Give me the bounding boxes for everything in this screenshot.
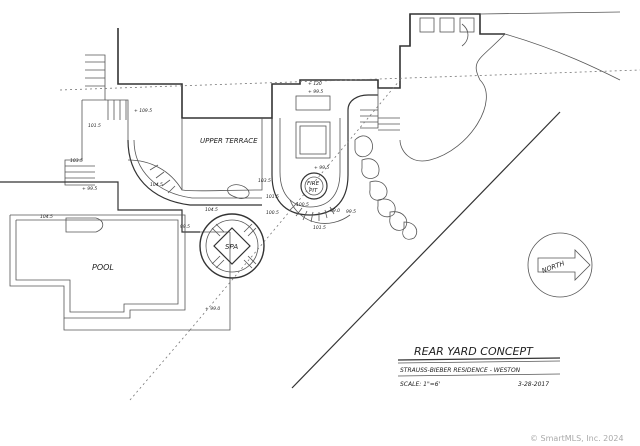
elevation-marks: + 109.5 + 120 + 99.5 101.5 103.5 + 99.5 …: [40, 81, 356, 312]
label-spa: SPA: [225, 243, 238, 251]
elev-7: 104.5: [150, 182, 163, 188]
elev-8: 104.5: [205, 207, 218, 213]
subtitle-text: STRAUSS-BIEBER RESIDENCE - WESTON: [400, 367, 521, 374]
lawn-curve: [399, 23, 621, 162]
elev-13: 99.0: [330, 208, 340, 214]
elev-9: 103.5: [258, 178, 271, 184]
elev-11: 101.5: [266, 194, 279, 200]
north-arrow-icon: [527, 232, 593, 298]
elev-12: 100.5: [296, 202, 309, 208]
elev-14: 100.5: [266, 210, 279, 216]
date-text: 3-28-2017: [518, 381, 549, 388]
central-patio: [271, 94, 378, 224]
spa: [199, 213, 265, 279]
elev-17: 99.5: [180, 224, 190, 230]
label-fire-pit-2: PIT: [309, 188, 318, 194]
house-walls: [117, 11, 621, 119]
elev-1: + 109.5: [134, 108, 152, 114]
label-north: NORTH: [541, 259, 566, 275]
elev-16: 101.5: [313, 225, 326, 231]
elev-18: + 99.0: [205, 306, 220, 312]
elev-10: + 99.5: [314, 165, 329, 171]
title-block: REAR YARD CONCEPT STRAUSS-BIEBER RESIDEN…: [397, 345, 561, 388]
scale-text: SCALE: 1"=6': [400, 381, 441, 388]
dotted-lines: [59, 69, 640, 401]
upper-terrace: [127, 118, 263, 206]
pool-area: [0, 181, 231, 331]
elev-3: + 99.5: [308, 89, 323, 95]
label-upper-terrace: UPPER TERRACE: [200, 137, 258, 145]
elev-15: 99.5: [346, 209, 356, 215]
label-fire-pit-1: FIRE: [307, 181, 320, 187]
elev-6: + 99.5: [82, 186, 97, 192]
left-stairs: [64, 54, 129, 186]
title-text: REAR YARD CONCEPT: [414, 345, 534, 358]
property-line: [291, 111, 561, 389]
watermark-text: © SmartMLS, Inc. 2024: [530, 434, 624, 443]
right-steps-and-boulders: [354, 88, 418, 240]
elev-2: + 120: [308, 81, 322, 87]
elev-5: 103.5: [70, 158, 83, 164]
elev-4: 101.5: [88, 123, 101, 129]
elev-19: 104.5: [40, 214, 53, 220]
label-pool: POOL: [92, 263, 114, 272]
